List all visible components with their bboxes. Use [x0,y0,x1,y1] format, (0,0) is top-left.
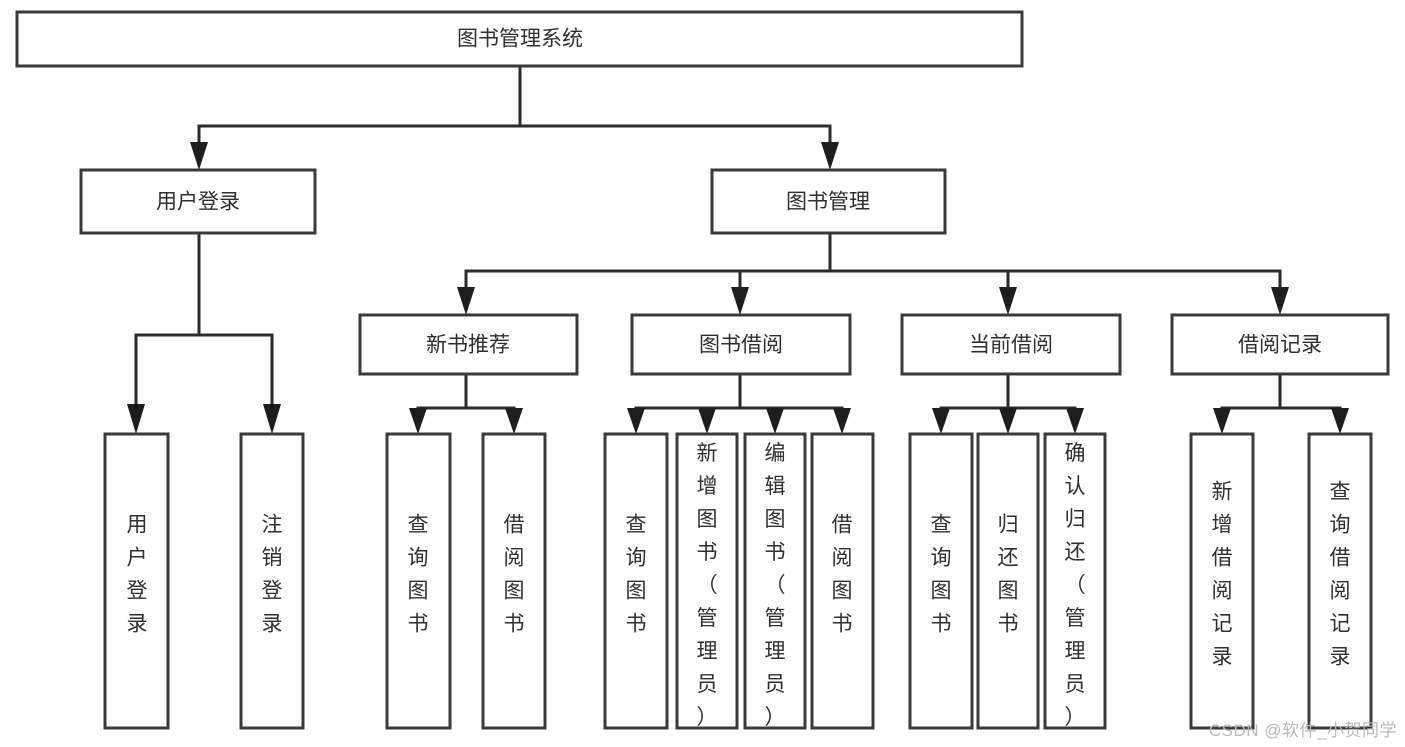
node-leaf-bb-edit-book[interactable]: 编辑图书（管理员） [743,432,807,730]
node-leaf-nb-query-book-label: 查询图书 [408,514,429,636]
arrow-head-bb-borrow-book [833,408,851,434]
node-leaf-user-login[interactable]: 用户登录 [103,432,170,730]
node-book-management-box[interactable] [710,168,947,235]
node-current-borrow[interactable]: 当前借阅 [900,313,1122,376]
node-leaf-cb-return-book[interactable]: 归还图书 [976,432,1040,730]
arrow-head-bb-add-book [698,408,716,434]
arrow-head-bb-query-book [627,408,645,434]
arrow-head-cb-confirm-return [1066,408,1084,434]
node-root-box[interactable] [15,10,1024,68]
node-leaf-user-login-box[interactable] [103,432,170,730]
node-leaf-bb-borrow-book-label: 借阅图书 [832,514,853,636]
node-leaf-logout[interactable]: 注销登录 [239,432,305,730]
csdn-watermark: CSDN @软件_小贺同学 [1208,721,1397,740]
arrow-head-nb-borrow-book [505,408,523,434]
node-book-borrow-label: 图书借阅 [699,334,783,357]
node-leaf-bb-query-book-label: 查询图书 [626,514,647,636]
arrow-head-leaf-logout [263,404,281,434]
node-leaf-cb-confirm-return-box[interactable] [1043,432,1107,730]
arrow-head-cb-return-book [999,408,1017,434]
node-leaf-cb-query-book-box[interactable] [908,432,974,730]
node-book-management[interactable]: 图书管理 [710,168,947,235]
arrow-head-borrow-record [1271,287,1289,315]
arrow-head-user-login [190,142,208,170]
node-new-book-recommend[interactable]: 新书推荐 [358,313,579,376]
node-book-management-label: 图书管理 [786,191,870,214]
arrow-head-current-borrow [999,287,1017,315]
node-leaf-bb-borrow-book-box[interactable] [810,432,875,730]
node-leaf-cb-query-book-label: 查询图书 [931,514,952,636]
node-leaf-bb-query-book-box[interactable] [603,432,669,730]
node-user-login[interactable]: 用户登录 [79,168,317,235]
node-book-borrow-box[interactable] [630,313,852,376]
connectors-borrow-record-to-leaves [1213,372,1349,434]
node-leaf-cb-return-book-label: 归还图书 [998,514,1019,636]
node-leaf-br-add-record-label: 新增借阅记录 [1212,481,1233,669]
connectors-current-borrow-to-leaves [932,372,1084,434]
node-book-borrow[interactable]: 图书借阅 [630,313,852,376]
node-leaf-nb-borrow-book-box[interactable] [481,432,547,730]
connectors-new-book-to-leaves [409,372,523,434]
arrow-head-br-query-record [1331,408,1349,434]
arrow-head-book-borrow [731,287,749,315]
arrow-head-br-add-record [1213,408,1231,434]
connectors-user-login-to-leaves [127,231,281,434]
node-root-label: 图书管理系统 [457,28,583,51]
node-leaf-cb-confirm-return-label: 确认归还（管理员） [1065,442,1086,729]
connectors-book-borrow-to-leaves [627,372,851,434]
node-leaf-bb-add-book-box[interactable] [675,432,739,730]
arrow-head-cb-query-book [932,408,950,434]
arrow-head-bb-edit-book [766,408,784,434]
node-leaf-bb-add-book[interactable]: 新增图书（管理员） [675,432,739,730]
node-new-book-recommend-box[interactable] [358,313,579,376]
arrow-head-new-book [457,287,475,315]
node-leaf-br-add-record[interactable]: 新增借阅记录 [1189,432,1255,730]
node-leaf-br-add-record-box[interactable] [1189,432,1255,730]
arrow-head-nb-query-book [409,408,427,434]
connectors-root-to-level2 [190,64,839,170]
node-leaf-bb-borrow-book[interactable]: 借阅图书 [810,432,875,730]
node-root[interactable]: 图书管理系统 [15,10,1024,68]
node-new-book-recommend-label: 新书推荐 [426,334,510,357]
node-leaf-br-query-record[interactable]: 查询借阅记录 [1307,432,1373,730]
node-leaf-logout-box[interactable] [239,432,305,730]
node-leaf-nb-borrow-book[interactable]: 借阅图书 [481,432,547,730]
node-leaf-user-login-label: 用户登录 [127,514,148,636]
node-leaf-bb-edit-book-label: 编辑图书（管理员） [765,442,786,729]
node-leaf-nb-borrow-book-label: 借阅图书 [504,514,525,636]
connectors-book-mgmt-to-level3 [457,231,1289,315]
node-leaf-bb-edit-book-box[interactable] [743,432,807,730]
node-current-borrow-box[interactable] [900,313,1122,376]
node-user-login-box[interactable] [79,168,317,235]
node-borrow-record-label: 借阅记录 [1238,334,1322,357]
node-borrow-record[interactable]: 借阅记录 [1170,313,1390,376]
node-leaf-nb-query-book[interactable]: 查询图书 [385,432,452,730]
node-leaf-nb-query-book-box[interactable] [385,432,452,730]
node-leaf-logout-label: 注销登录 [262,514,283,636]
node-leaf-cb-query-book[interactable]: 查询图书 [908,432,974,730]
node-leaf-bb-add-book-label: 新增图书（管理员） [697,442,718,729]
node-leaf-bb-query-book[interactable]: 查询图书 [603,432,669,730]
node-leaf-cb-confirm-return[interactable]: 确认归还（管理员） [1043,432,1107,730]
arrow-head-book-mgmt [821,142,839,170]
node-leaf-cb-return-book-box[interactable] [976,432,1040,730]
node-leaf-br-query-record-label: 查询借阅记录 [1330,481,1351,669]
node-user-login-label: 用户登录 [156,191,240,214]
arrow-head-leaf-user-login [127,404,145,434]
node-leaf-br-query-record-box[interactable] [1307,432,1373,730]
node-current-borrow-label: 当前借阅 [969,334,1053,357]
node-borrow-record-box[interactable] [1170,313,1390,376]
